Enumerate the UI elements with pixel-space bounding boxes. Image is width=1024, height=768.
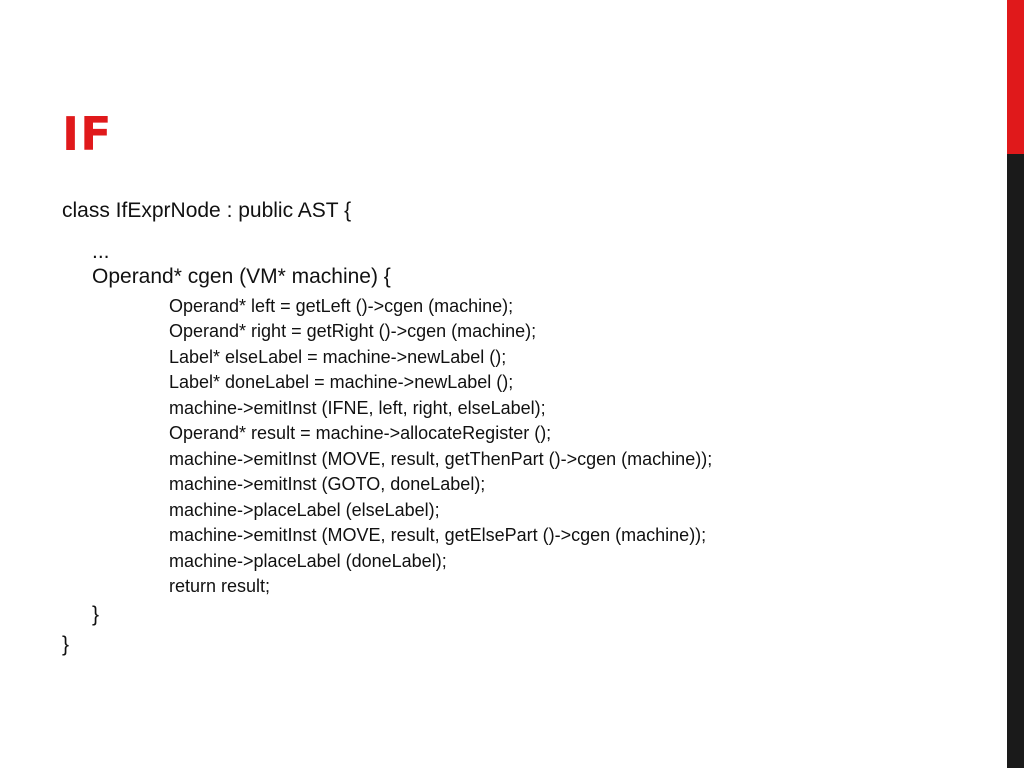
code-line: Label* doneLabel = machine->newLabel (); (169, 372, 514, 392)
code-line: Operand* left = getLeft ()->cgen (machin… (169, 296, 514, 316)
code-line: machine->placeLabel (elseLabel); (169, 500, 440, 520)
code-line: machine->placeLabel (doneLabel); (169, 551, 447, 571)
accent-bar-red (1007, 0, 1024, 154)
slide-title: IF (62, 107, 113, 161)
code-line: class IfExprNode : public AST { (62, 199, 352, 222)
code-line: Label* elseLabel = machine->newLabel (); (169, 347, 507, 367)
code-line: } (92, 603, 100, 626)
code-line: return result; (169, 576, 271, 596)
code-line: machine->emitInst (GOTO, doneLabel); (169, 474, 486, 494)
code-line: Operand* result = machine->allocateRegis… (169, 423, 552, 443)
code-line: } (62, 633, 70, 656)
accent-bar-dark (1007, 154, 1024, 768)
code-line: machine->emitInst (MOVE, result, getElse… (169, 525, 707, 545)
code-line: machine->emitInst (IFNE, left, right, el… (169, 398, 546, 418)
code-line: Operand* cgen (VM* machine) { (92, 265, 391, 288)
code-line: ... (92, 240, 110, 263)
code-line: Operand* right = getRight ()->cgen (mach… (169, 321, 537, 341)
code-line: machine->emitInst (MOVE, result, getThen… (169, 449, 713, 469)
